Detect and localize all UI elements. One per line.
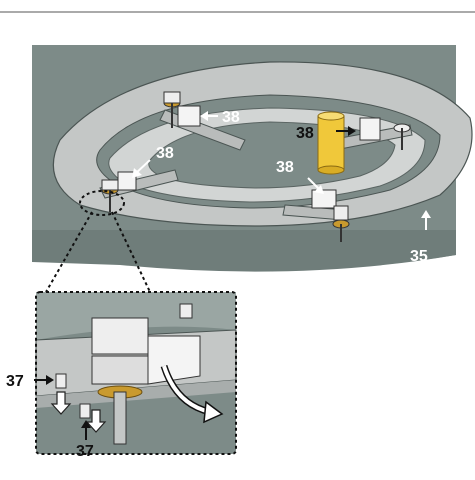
arrow-icon: [132, 111, 431, 230]
down-arrow-icon: [50, 391, 107, 433]
housing-lower-band: [32, 230, 456, 272]
screw-label-side: 37: [6, 373, 24, 390]
inset-border: [35, 291, 237, 455]
screw-label-bottom: 37: [76, 443, 94, 460]
bracket-label-d: 38: [276, 159, 294, 176]
arrow-icon: [336, 126, 356, 136]
bracket-label-c: 38: [296, 125, 314, 142]
mounting-brackets: [117, 105, 381, 209]
ring-label: 35: [410, 248, 428, 265]
curved-rotate-arrow-icon: [160, 364, 224, 424]
support-post: [317, 111, 345, 175]
arrow-icon: [34, 375, 91, 440]
screw-icon: [55, 373, 91, 419]
detail-inset: [35, 292, 237, 454]
inset-leader-lines: [45, 190, 151, 293]
bracket-label-b: 38: [156, 145, 174, 162]
bracket-label-a: 38: [222, 109, 240, 126]
